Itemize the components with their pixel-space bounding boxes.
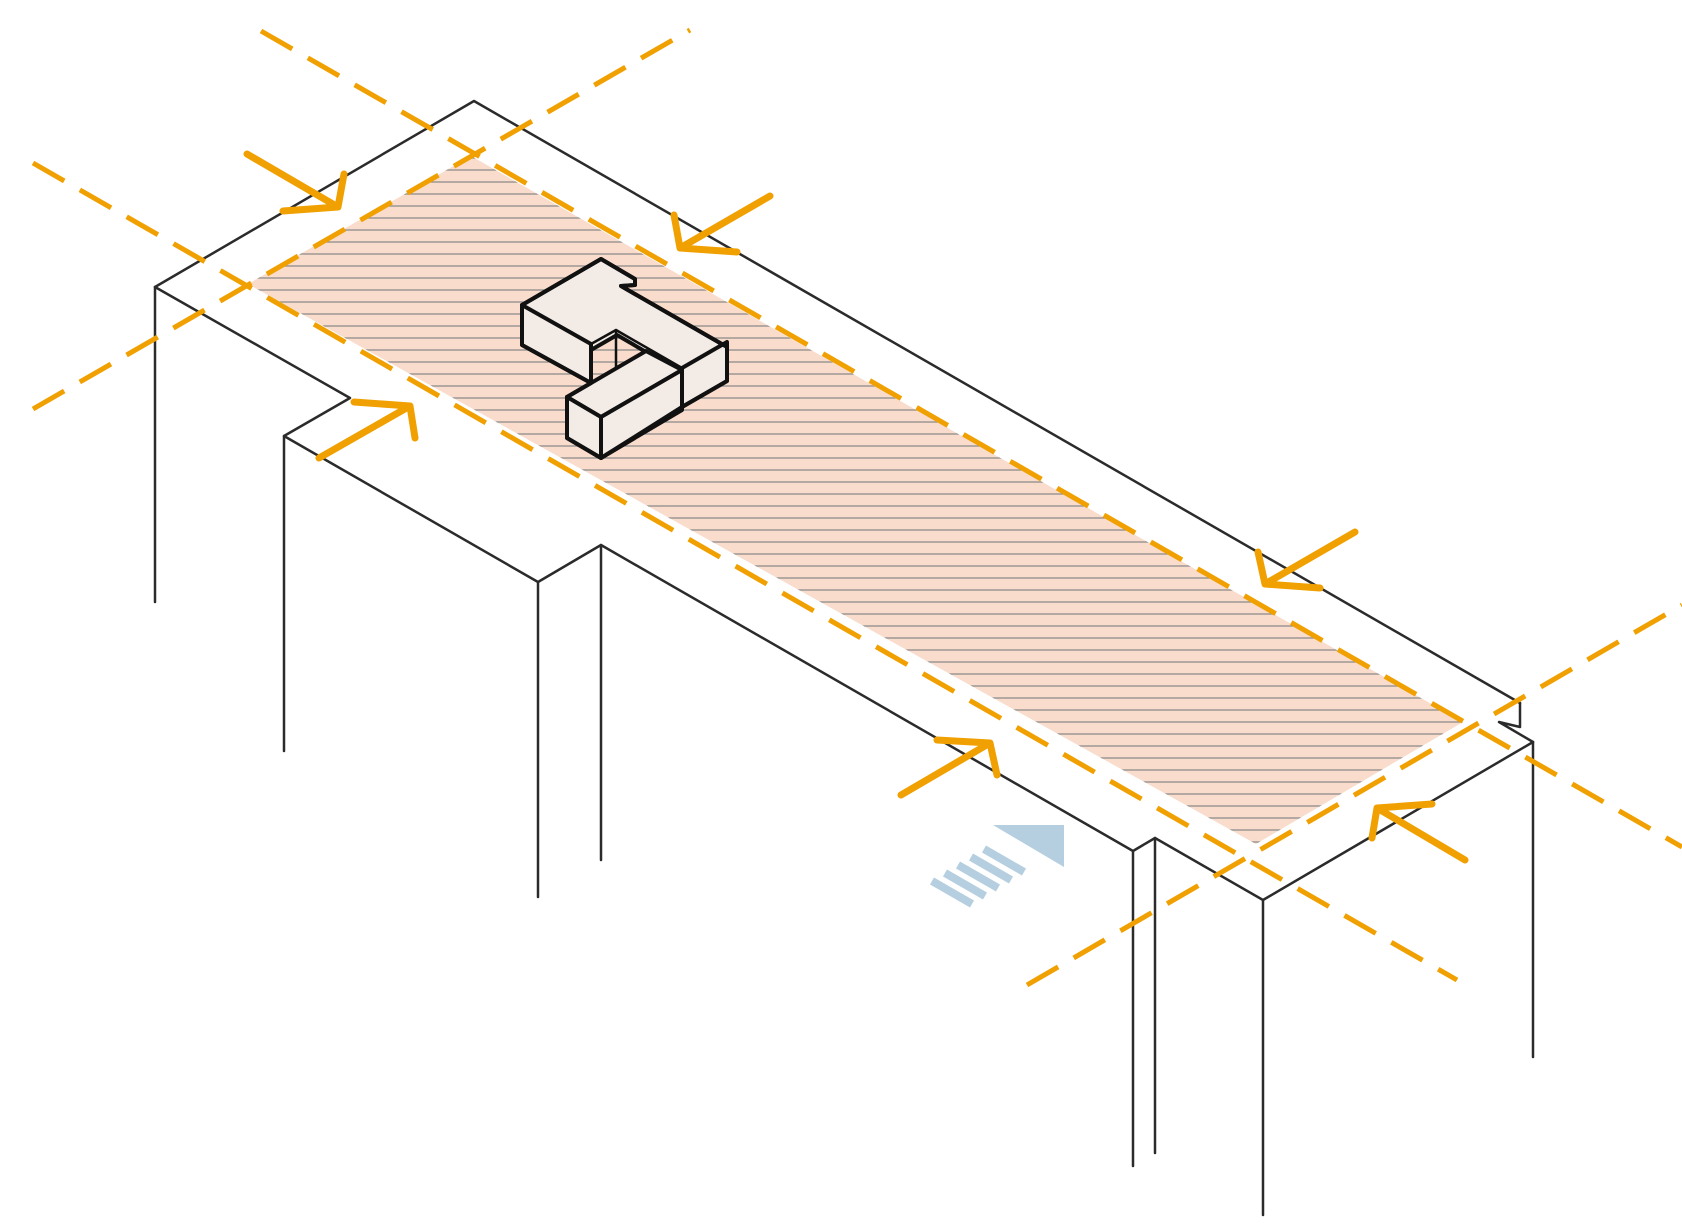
north-arrow-head — [993, 825, 1064, 867]
buildable-zone-fill — [248, 156, 1463, 844]
arrow-top-left — [243, 150, 348, 215]
arrow-left-middle — [315, 398, 419, 462]
setback-boundary-lines — [31, 27, 1682, 988]
building-outline — [520, 257, 729, 460]
arrow-bottom-middle — [897, 736, 1001, 799]
setback-arrows — [243, 150, 1469, 864]
building-volume — [520, 257, 729, 460]
building-front-right — [599, 368, 684, 460]
top-back-edge — [153, 99, 1522, 705]
boundary-line-back-long — [259, 28, 1682, 850]
north-arrow-stripe — [982, 845, 1026, 876]
top-left-edge — [153, 285, 1135, 853]
arrow-top-middle — [670, 192, 774, 256]
north-arrow-stripe — [930, 877, 974, 908]
arrow-bottom-right — [1368, 800, 1469, 864]
north-arrow-stripe — [969, 853, 1013, 884]
boundary-line-right-short — [1025, 602, 1682, 988]
north-arrow-icon — [930, 825, 1064, 908]
site-structure-outline — [153, 99, 1535, 1217]
top-right-end — [1497, 701, 1535, 744]
arrow-right-top — [1254, 528, 1359, 592]
north-arrow-stripes — [930, 845, 1026, 908]
boundary-line-front-long — [31, 160, 1459, 983]
north-arrow-stripe — [956, 861, 1000, 892]
north-arrow-stripe — [943, 869, 987, 900]
boundary-line-left-short — [31, 27, 692, 412]
